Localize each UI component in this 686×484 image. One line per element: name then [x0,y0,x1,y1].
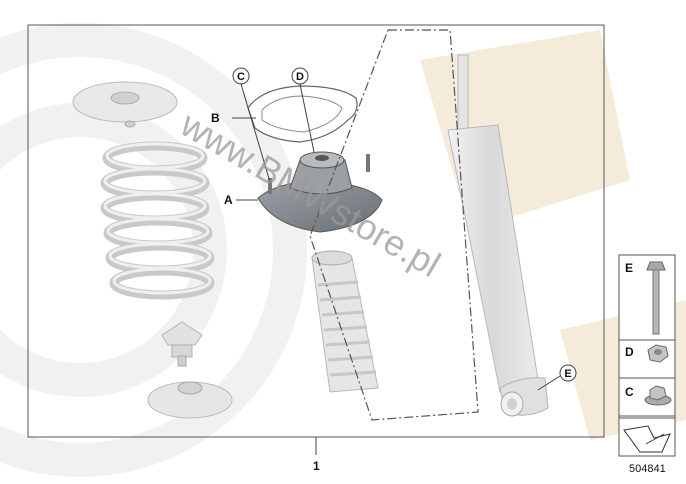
leader-lines [232,83,561,455]
callout-D: D [291,67,309,85]
coil-spring-highlight [103,142,212,295]
legend-item-C: C [625,385,672,406]
svg-text:C: C [625,385,634,399]
callout-E: E [559,364,577,382]
kit-outline [309,29,479,421]
legend-item-D: D [625,344,669,363]
svg-text:D: D [625,345,634,359]
svg-text:D: D [296,71,304,83]
bump-stop [161,321,203,367]
top-spring-plate [72,81,178,128]
assembly-number: 1 [313,459,320,473]
legend-arrow-icon [618,417,676,457]
legend-item-E: E [625,261,666,335]
svg-text:E: E [625,261,633,275]
lower-spring-pad [147,381,233,419]
label-B: B [211,111,220,125]
callout-C: C [232,67,250,85]
shock-absorber [447,54,549,417]
svg-text:E: E [564,368,571,380]
document-id: 504841 [629,463,666,475]
gasket [247,85,358,143]
svg-text:C: C [237,71,245,83]
label-A: A [224,193,233,207]
